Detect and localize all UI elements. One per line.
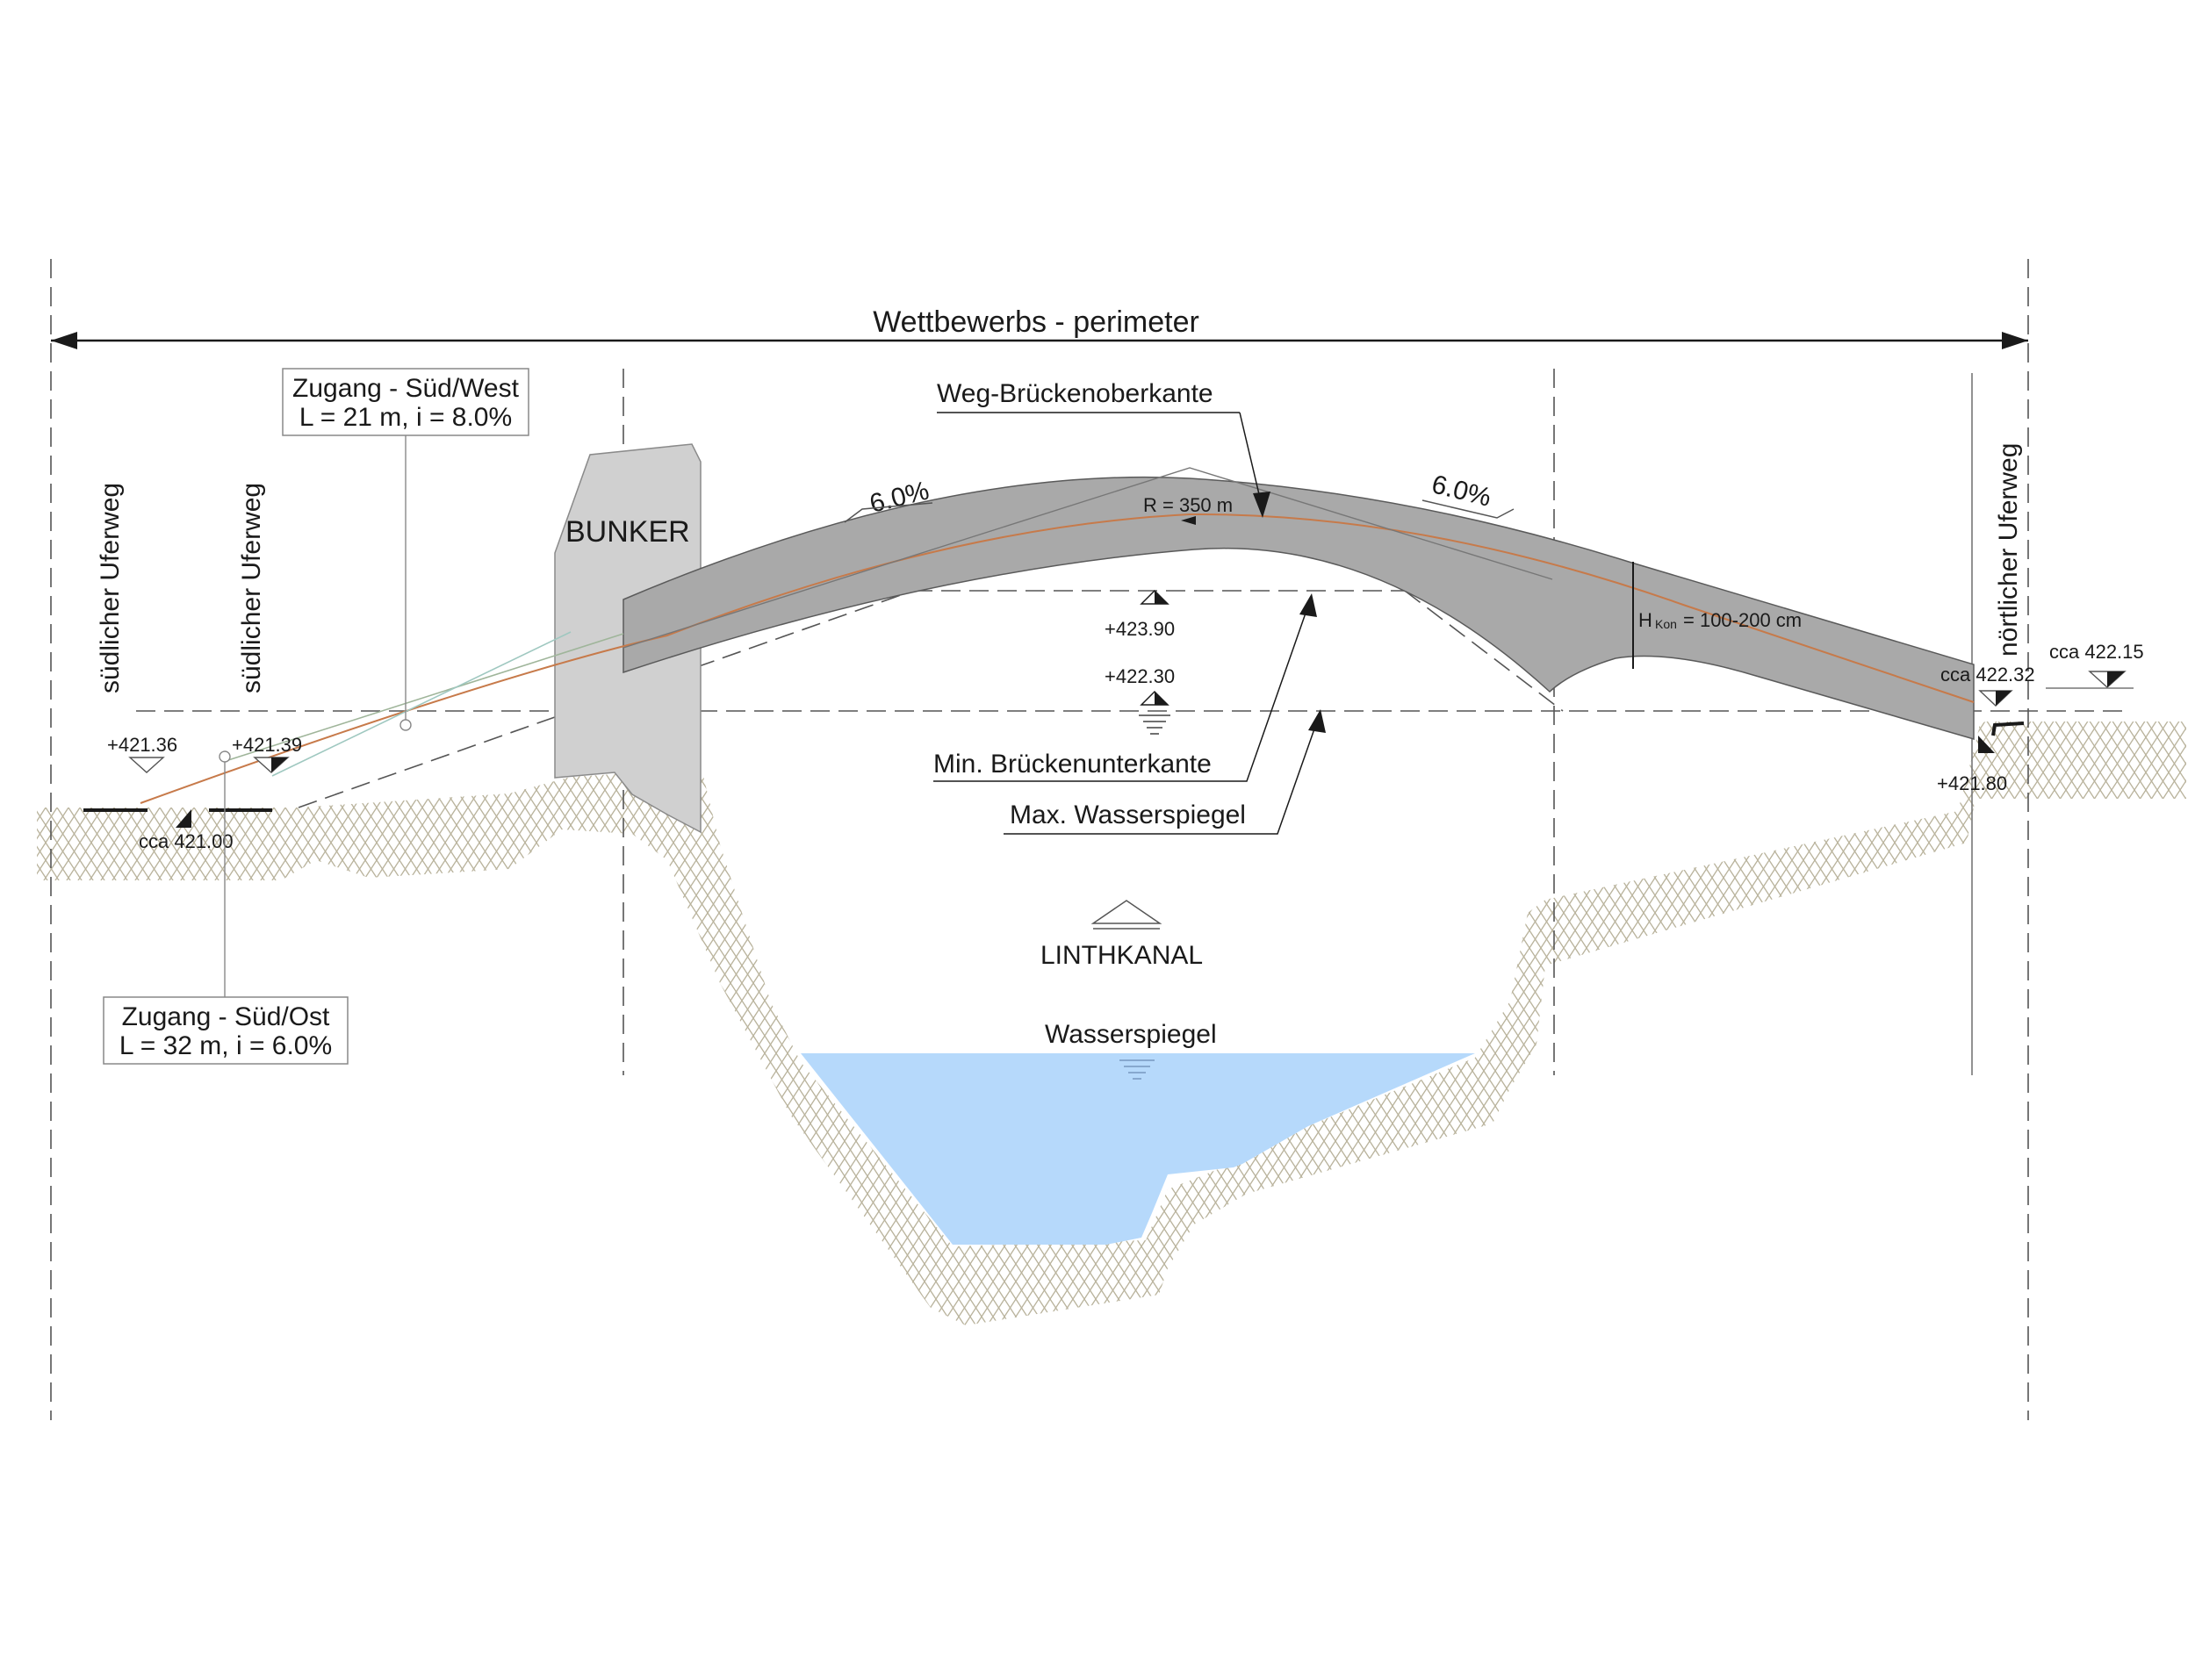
level-fill-icon	[1978, 736, 1995, 753]
access-so-detail: L = 32 m, i = 6.0%	[119, 1031, 332, 1060]
level-fill-icon	[1155, 692, 1168, 705]
level-right-deck-value: cca 422.32	[1940, 664, 2035, 686]
level-right-far-value: cca 422.15	[2049, 641, 2144, 663]
level-left-2-value: +421.39	[232, 734, 302, 756]
perimeter-label: Wettbewerbs - perimeter	[873, 305, 1199, 339]
clearance-envelope	[298, 590, 1564, 808]
slope-left-triangle-icon	[844, 502, 933, 523]
access-sw-title: Zugang - Süd/West	[292, 374, 520, 403]
arrow-left-icon	[51, 332, 77, 349]
deck-top-label: Weg-Brückenoberkante	[937, 379, 1213, 408]
height-value: = 100-200 cm	[1683, 609, 1802, 631]
water-level-icon	[1139, 714, 1170, 735]
south-path-label-2: südlicher Uferweg	[237, 483, 266, 693]
canal-triangle-icon	[1090, 900, 1162, 924]
north-path-label: nörtlicher Uferweg	[1994, 443, 2023, 657]
access-sw-detail: L = 21 m, i = 8.0%	[299, 403, 512, 432]
deck-top-arrow-icon	[1253, 492, 1270, 518]
level-left-1: +421.36	[107, 734, 177, 773]
max-water-arrow-icon	[1308, 709, 1326, 733]
access-so-box	[103, 996, 349, 1065]
level-min-underside: +423.90	[1105, 589, 1175, 640]
level-triangle-icon	[128, 757, 165, 773]
level-fill-icon	[1996, 691, 2011, 706]
bridge-deck	[623, 476, 1975, 740]
level-left-2: +421.39	[232, 734, 302, 773]
water-label: Wasserspiegel	[1045, 1020, 1217, 1049]
arrow-right-icon	[2002, 332, 2028, 349]
level-left-1-value: +421.36	[107, 734, 177, 756]
level-fill-icon	[2107, 671, 2125, 687]
access-so-title: Zugang - Süd/Ost	[122, 1002, 330, 1031]
access-sw-point-icon	[399, 719, 412, 731]
height-label: H Kon = 100-200 cm	[1638, 609, 1802, 631]
level-min-underside-value: +423.90	[1105, 618, 1175, 640]
canal-marker: LINTHKANAL	[1040, 900, 1203, 970]
access-sw-callout: Zugang - Süd/West L = 21 m, i = 8.0%	[282, 368, 529, 731]
min-underside-leader	[933, 605, 1309, 782]
north-path-surface	[1991, 722, 2025, 736]
access-sw-box	[282, 368, 529, 436]
radius-marker-icon	[1181, 516, 1196, 525]
max-water-leader	[1004, 721, 1318, 835]
bunker-label: BUNKER	[565, 515, 690, 549]
level-max-water: +422.30	[1105, 665, 1175, 735]
slope-right-marker: 6.0%	[1421, 470, 1515, 519]
south-path-label-1: südlicher Uferweg	[96, 483, 125, 693]
min-underside-label: Min. Brückenunterkante	[933, 750, 1212, 779]
height-sub: Kon	[1655, 617, 1677, 631]
ground-left-level: cca 421.00	[139, 830, 234, 852]
access-so-point-icon	[219, 750, 231, 763]
canal-label: LINTHKANAL	[1040, 941, 1203, 970]
access-so-callout: Zugang - Süd/Ost L = 32 m, i = 6.0%	[103, 750, 349, 1065]
level-fill-icon	[1155, 591, 1168, 604]
height-prefix: H	[1638, 609, 1652, 631]
level-max-water-value: +422.30	[1105, 665, 1175, 687]
water-body	[801, 1053, 1475, 1245]
perimeter-dimension: Wettbewerbs - perimeter	[51, 305, 2028, 349]
access-line-sw	[227, 633, 624, 761]
slope-right-label: 6.0%	[1429, 470, 1493, 513]
level-right-low: +421.80	[1937, 736, 2007, 794]
level-fill-icon	[271, 757, 288, 772]
access-line-so	[271, 631, 572, 777]
water-level-icon	[1119, 1059, 1155, 1080]
level-right-deck: cca 422.32	[1940, 664, 2035, 707]
level-right-low-value: +421.80	[1937, 772, 2007, 794]
min-underside-arrow-icon	[1299, 593, 1317, 617]
level-right-far: cca 422.15	[2046, 641, 2144, 689]
slope-right-triangle-icon	[1421, 499, 1515, 519]
radius-label: R = 350 m	[1143, 494, 1233, 516]
max-water-label: Max. Wasserspiegel	[1010, 801, 1246, 829]
tangent-lines	[623, 467, 1553, 649]
deck-profile-line	[140, 513, 1975, 804]
ground-level-arrow-icon	[176, 809, 191, 828]
